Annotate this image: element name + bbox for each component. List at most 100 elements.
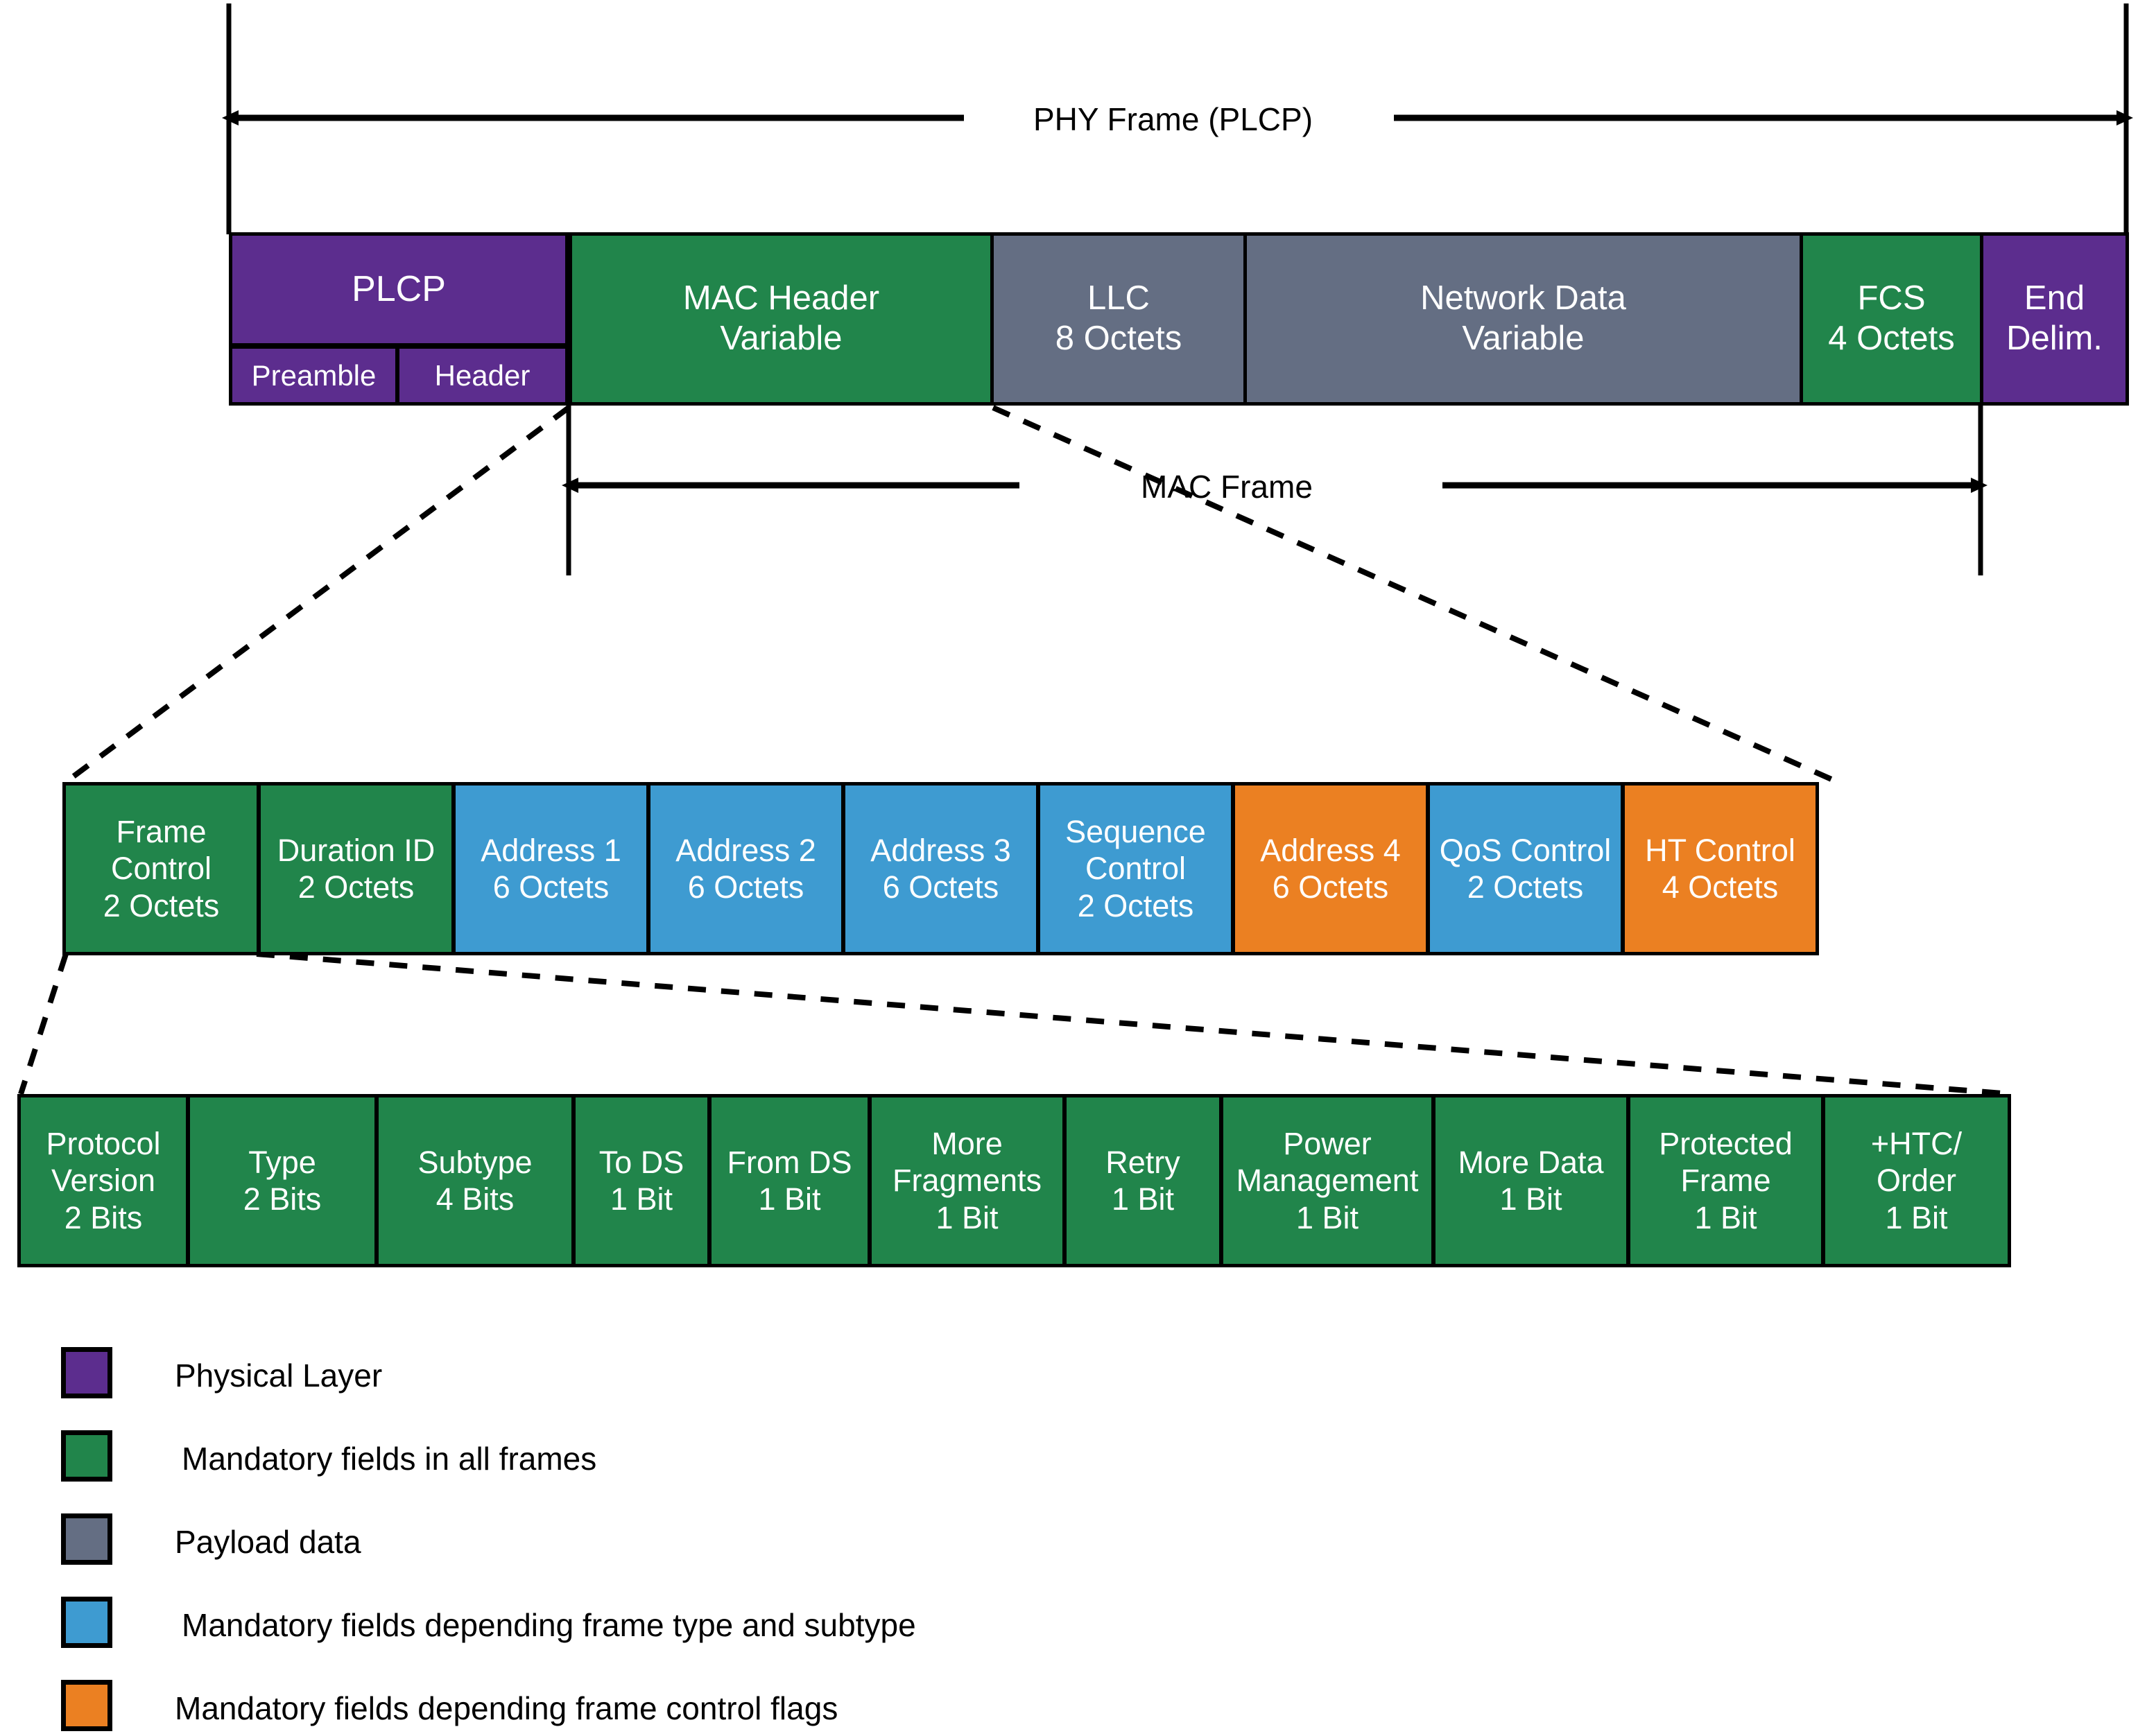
legend-label-payload-data: Payload data bbox=[175, 1524, 361, 1560]
mac-cell-sequence-control-line-2: 2 Octets bbox=[1077, 887, 1194, 923]
mac-cell-address-1-line-1: 6 Octets bbox=[492, 869, 610, 905]
mac-cell-address-2-line-1: 6 Octets bbox=[687, 869, 804, 905]
legend-label-mandatory-all-frames: Mandatory fields in all frames bbox=[182, 1441, 597, 1477]
mac-cell-address-3-line-1: 6 Octets bbox=[882, 869, 999, 905]
fc-cell-protected-frame-line-1: Frame bbox=[1680, 1163, 1771, 1199]
fc-cell-subtype-line-1: 4 Bits bbox=[436, 1181, 515, 1217]
mac-cell-address-2[interactable]: Address 2 6 Octets bbox=[647, 782, 845, 955]
fc-cell-protected-frame[interactable]: Protected Frame 1 Bit bbox=[1627, 1094, 1825, 1267]
mac-cell-ht-control[interactable]: HT Control 4 Octets bbox=[1621, 782, 1819, 955]
mac-cell-duration-id-line-1: 2 Octets bbox=[298, 869, 415, 905]
legend-swatch-depends-type-subtype bbox=[61, 1597, 112, 1648]
phy-cell-end-delim[interactable]: End Delim. bbox=[1980, 232, 2129, 406]
fc-cell-htc-order-line-2: 1 Bit bbox=[1885, 1199, 1948, 1235]
fc-cell-retry-line-1: 1 Bit bbox=[1111, 1181, 1175, 1217]
mac-cell-duration-id[interactable]: Duration ID 2 Octets bbox=[257, 782, 455, 955]
mac-cell-ht-control-line-1: 4 Octets bbox=[1662, 869, 1779, 905]
mac-cell-qos-control[interactable]: QoS Control 2 Octets bbox=[1426, 782, 1624, 955]
fc-cell-power-management-line-0: Power bbox=[1283, 1126, 1372, 1162]
legend-label-physical-layer: Physical Layer bbox=[175, 1357, 383, 1394]
fc-cell-more-data-line-0: More Data bbox=[1458, 1144, 1604, 1180]
fc-cell-htc-order-line-0: +HTC/ bbox=[1870, 1126, 1963, 1162]
fc-cell-to-ds-line-1: 1 Bit bbox=[610, 1181, 673, 1217]
legend-label-depends-control-flags: Mandatory fields depending frame control… bbox=[175, 1690, 838, 1726]
phy-cell-plcp-line-0: PLCP bbox=[352, 268, 446, 309]
mac-frame-label: MAC Frame bbox=[1141, 469, 1313, 505]
fc-cell-power-management[interactable]: Power Management 1 Bit bbox=[1220, 1094, 1435, 1267]
phy-cell-llc[interactable]: LLC 8 Octets bbox=[990, 232, 1247, 406]
mac-cell-address-3[interactable]: Address 3 6 Octets bbox=[842, 782, 1040, 955]
mac-cell-address-4-line-0: Address 4 bbox=[1260, 832, 1401, 868]
mac-cell-address-1[interactable]: Address 1 6 Octets bbox=[452, 782, 650, 955]
fc-cell-type[interactable]: Type 2 Bits bbox=[187, 1094, 378, 1267]
mac-cell-sequence-control[interactable]: Sequence Control 2 Octets bbox=[1037, 782, 1234, 955]
phy-cell-mac-header-line-1: Variable bbox=[720, 320, 843, 357]
phy-frame-label: PHY Frame (PLCP) bbox=[1033, 101, 1313, 137]
fc-cell-more-data-line-1: 1 Bit bbox=[1499, 1181, 1562, 1217]
fc-cell-to-ds-line-0: To DS bbox=[598, 1144, 684, 1180]
fc-cell-more-fragments-line-1: Fragments bbox=[892, 1163, 1042, 1199]
legend-swatch-physical-layer bbox=[61, 1347, 112, 1398]
phy-cell-llc-line-0: LLC bbox=[1087, 279, 1150, 318]
fc-cell-more-fragments[interactable]: More Fragments 1 Bit bbox=[868, 1094, 1066, 1267]
mac-cell-address-4-line-1: 6 Octets bbox=[1272, 869, 1389, 905]
mac-cell-sequence-control-line-1: Control bbox=[1085, 851, 1187, 887]
frame-control-expansion-leaders bbox=[18, 951, 2012, 1097]
fc-cell-from-ds[interactable]: From DS 1 Bit bbox=[708, 1094, 871, 1267]
fc-cell-retry-line-0: Retry bbox=[1105, 1144, 1180, 1180]
fc-cell-more-fragments-line-0: More bbox=[931, 1126, 1003, 1162]
fc-cell-from-ds-line-0: From DS bbox=[727, 1144, 852, 1180]
legend-swatch-payload-data bbox=[61, 1513, 112, 1565]
mac-header-expansion-leaders bbox=[64, 405, 1839, 785]
fc-cell-from-ds-line-1: 1 Bit bbox=[758, 1181, 821, 1217]
phy-cell-mac-header[interactable]: MAC Header Variable bbox=[569, 232, 994, 406]
fc-cell-protocol-version-line-1: Version bbox=[51, 1163, 156, 1199]
phy-cell-end-delim-line-0: End bbox=[2024, 279, 2085, 318]
phy-cell-network-data[interactable]: Network Data Variable bbox=[1243, 232, 1803, 406]
mac-cell-frame-control[interactable]: Frame Control 2 Octets bbox=[62, 782, 260, 955]
fc-cell-retry[interactable]: Retry 1 Bit bbox=[1063, 1094, 1223, 1267]
mac-cell-duration-id-line-0: Duration ID bbox=[277, 832, 436, 868]
fc-cell-type-line-1: 2 Bits bbox=[243, 1181, 322, 1217]
fc-cell-htc-order[interactable]: +HTC/ Order 1 Bit bbox=[1822, 1094, 2011, 1267]
mac-cell-address-4[interactable]: Address 4 6 Octets bbox=[1232, 782, 1429, 955]
fc-cell-more-fragments-line-2: 1 Bit bbox=[935, 1199, 999, 1235]
phy-cell-preamble[interactable]: Preamble bbox=[229, 345, 399, 406]
fc-cell-protected-frame-line-0: Protected bbox=[1659, 1126, 1793, 1162]
fc-cell-htc-order-line-1: Order bbox=[1876, 1163, 1957, 1199]
fc-cell-protocol-version-line-0: Protocol bbox=[46, 1126, 161, 1162]
mac-cell-ht-control-line-0: HT Control bbox=[1645, 832, 1795, 868]
phy-cell-plcp[interactable]: PLCP bbox=[229, 232, 569, 347]
fc-cell-type-line-0: Type bbox=[248, 1144, 316, 1180]
mac-cell-frame-control-line-2: 2 Octets bbox=[103, 887, 220, 923]
phy-cell-fcs-line-0: FCS bbox=[1857, 279, 1926, 318]
phy-cell-network-data-line-1: Variable bbox=[1462, 320, 1585, 357]
mac-cell-address-3-line-0: Address 3 bbox=[870, 832, 1011, 868]
phy-cell-mac-header-line-0: MAC Header bbox=[682, 279, 880, 318]
phy-cell-fcs[interactable]: FCS 4 Octets bbox=[1800, 232, 1983, 406]
phy-cell-llc-line-1: 8 Octets bbox=[1055, 320, 1182, 357]
legend-swatch-depends-control-flags bbox=[61, 1680, 112, 1731]
phy-cell-header-line-0: Header bbox=[434, 358, 531, 392]
phy-cell-network-data-line-0: Network Data bbox=[1420, 279, 1626, 318]
mac-cell-address-1-line-0: Address 1 bbox=[481, 832, 621, 868]
fc-cell-subtype[interactable]: Subtype 4 Bits bbox=[375, 1094, 575, 1267]
fc-cell-subtype-line-0: Subtype bbox=[417, 1144, 533, 1180]
phy-cell-fcs-line-1: 4 Octets bbox=[1828, 320, 1955, 357]
phy-cell-end-delim-line-1: Delim. bbox=[2006, 320, 2103, 357]
mac-cell-qos-control-line-1: 2 Octets bbox=[1467, 869, 1584, 905]
mac-cell-qos-control-line-0: QoS Control bbox=[1439, 832, 1612, 868]
fc-cell-more-data[interactable]: More Data 1 Bit bbox=[1432, 1094, 1630, 1267]
mac-cell-frame-control-line-0: Frame bbox=[116, 814, 207, 850]
fc-cell-protocol-version[interactable]: Protocol Version 2 Bits bbox=[17, 1094, 189, 1267]
fc-cell-protocol-version-line-2: 2 Bits bbox=[64, 1199, 143, 1235]
fc-cell-to-ds[interactable]: To DS 1 Bit bbox=[572, 1094, 711, 1267]
mac-cell-sequence-control-line-0: Sequence bbox=[1065, 814, 1206, 850]
fc-cell-power-management-line-1: Management bbox=[1236, 1163, 1419, 1199]
phy-cell-header[interactable]: Header bbox=[396, 345, 569, 406]
fc-cell-protected-frame-line-2: 1 Bit bbox=[1694, 1199, 1757, 1235]
fc-cell-power-management-line-2: 1 Bit bbox=[1295, 1199, 1359, 1235]
mac-cell-address-2-line-0: Address 2 bbox=[675, 832, 816, 868]
legend-label-depends-type-subtype: Mandatory fields depending frame type an… bbox=[182, 1607, 916, 1643]
